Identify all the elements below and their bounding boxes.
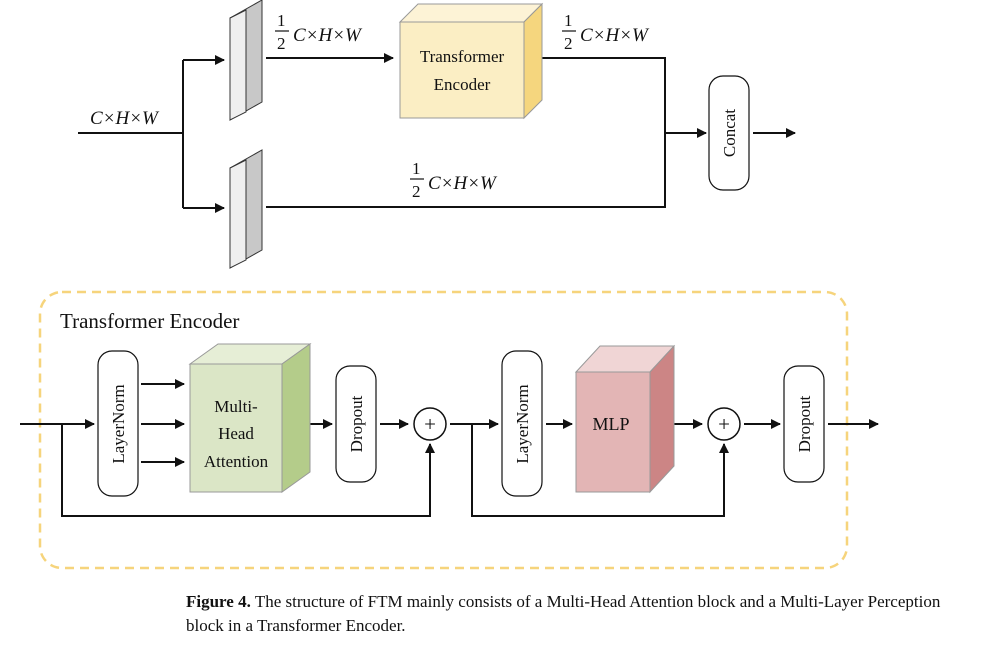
fraction-numerator: 1 xyxy=(412,159,421,178)
encoder-label-line2: Encoder xyxy=(434,75,491,94)
dropout-label-1: Dropout xyxy=(347,395,366,452)
lower-half-dims-label: 1 2 C×H×W xyxy=(410,159,498,201)
multi-head-attention-block xyxy=(188,343,312,493)
concat-label: Concat xyxy=(720,109,739,157)
residual-connection-1 xyxy=(61,424,435,517)
dims-text: C×H×W xyxy=(580,25,650,46)
dims-text: C×H×W xyxy=(428,173,498,194)
fraction-denominator: 2 xyxy=(412,182,421,201)
mlp-label: MLP xyxy=(592,414,629,434)
input-dims-label: C×H×W xyxy=(90,108,160,129)
encoder-dashed-border xyxy=(38,290,849,570)
concat-block xyxy=(708,75,750,191)
mha-label-line1: Multi- xyxy=(214,397,258,416)
mha-label-line2: Head xyxy=(218,424,254,443)
dropout-label-2: Dropout xyxy=(795,395,814,452)
figure-caption: Figure 4. The structure of FTM mainly co… xyxy=(186,590,976,638)
add-node-2 xyxy=(707,407,741,441)
layernorm-label-1: LayerNorm xyxy=(109,384,128,463)
dims-text: C×H×W xyxy=(293,25,363,46)
caption-label: Figure 4. xyxy=(186,592,251,611)
mlp-block xyxy=(574,344,676,494)
add-symbol-2: + xyxy=(718,412,730,436)
mha-label-line3: Attention xyxy=(204,452,269,471)
layernorm-block-2 xyxy=(501,350,543,497)
layernorm-block-1 xyxy=(97,350,139,497)
add-node-1 xyxy=(413,407,447,441)
conv-slab-lower xyxy=(229,149,263,269)
encoder-output-dims-label: 1 2 C×H×W xyxy=(562,11,650,53)
fraction-numerator: 1 xyxy=(564,11,573,30)
add-symbol-1: + xyxy=(424,412,436,436)
encoder-output-path xyxy=(542,57,666,133)
upper-half-dims-label: 1 2 C×H×W xyxy=(275,11,363,53)
lower-output-path xyxy=(266,133,666,208)
ftm-top-section xyxy=(78,53,796,213)
transformer-encoder-block xyxy=(398,2,544,120)
dropout-block-2 xyxy=(783,365,825,483)
conv-slab-upper xyxy=(229,0,263,121)
caption-text: The structure of FTM mainly consists of … xyxy=(186,592,941,635)
encoder-label-line1: Transformer xyxy=(420,47,505,66)
fraction-numerator: 1 xyxy=(277,11,286,30)
encoder-detail-title: Transformer Encoder xyxy=(60,309,239,333)
encoder-detail-connections xyxy=(20,379,879,517)
dropout-block-1 xyxy=(335,365,377,483)
fraction-denominator: 2 xyxy=(277,34,286,53)
fraction-denominator: 2 xyxy=(564,34,573,53)
layernorm-label-2: LayerNorm xyxy=(513,384,532,463)
residual-connection-2 xyxy=(471,424,729,517)
